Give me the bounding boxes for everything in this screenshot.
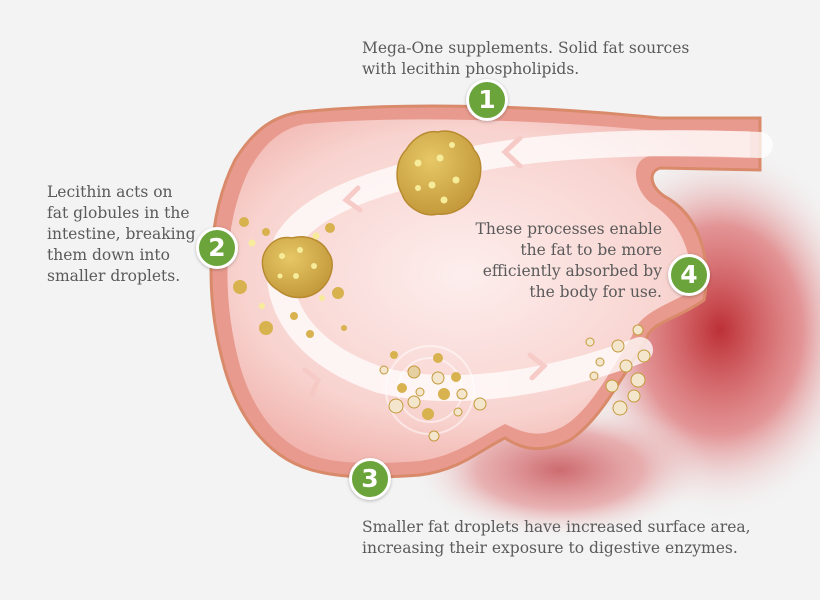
caption-line: fat globules in the	[47, 204, 190, 222]
caption-line: Smaller fat droplets have increased surf…	[362, 518, 751, 536]
breaking-fat-globule	[233, 217, 347, 338]
caption-line: with lecithin phospholipids.	[362, 60, 580, 78]
step-1-marker: 1	[466, 79, 508, 121]
caption-line: These processes enable	[475, 220, 662, 238]
step-3-marker: 3	[349, 458, 391, 500]
caption-line: increasing their exposure to digestive e…	[362, 539, 738, 557]
step-2-caption: Lecithin acts on fat globules in the int…	[47, 182, 196, 287]
caption-line: the body for use.	[529, 283, 662, 301]
step-1-caption: Mega-One supplements. Solid fat sources …	[362, 38, 689, 80]
step-4-caption: These processes enable the fat to be mor…	[456, 219, 662, 303]
step-4-marker: 4	[668, 254, 710, 296]
small-fat-droplets	[379, 345, 487, 442]
step-3-caption: Smaller fat droplets have increased surf…	[362, 517, 751, 559]
caption-line: intestine, breaking	[47, 225, 196, 243]
large-fat-globule	[396, 130, 482, 216]
caption-line: efficiently absorbed by	[482, 262, 662, 280]
caption-line: the fat to be more	[520, 241, 662, 259]
caption-line: smaller droplets.	[47, 267, 181, 285]
caption-line: Mega-One supplements. Solid fat sources	[362, 39, 690, 57]
absorbed-droplets	[585, 324, 651, 416]
caption-line: them down into	[47, 246, 170, 264]
caption-line: Lecithin acts on	[47, 183, 173, 201]
step-2-marker: 2	[196, 227, 238, 269]
